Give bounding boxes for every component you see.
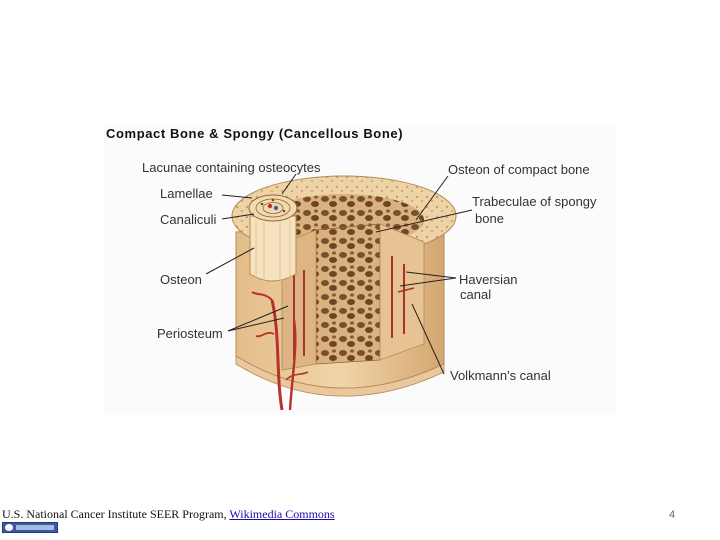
label-lacunae: Lacunae containing osteocytes (142, 160, 321, 175)
label-canaliculi: Canaliculi (160, 212, 217, 227)
wikimedia-commons-link[interactable]: Wikimedia Commons (229, 507, 335, 521)
label-osteon: Osteon (160, 272, 202, 287)
label-trabeculae-line1: Trabeculae of spongy (472, 194, 597, 209)
credit-text: U.S. National Cancer Institute SEER Prog… (2, 507, 230, 521)
label-haversian-line2: canal (460, 287, 492, 302)
bone-cross-section-drawing (205, 173, 473, 411)
bone-illustration (104, 124, 616, 414)
label-trabeculae-line2: bone (475, 211, 504, 226)
slide-title: Compact Bone & Spongy (Cancellous Bone) (106, 126, 404, 141)
image-credit: U.S. National Cancer Institute SEER Prog… (2, 507, 335, 522)
page-number: 4 (669, 509, 676, 521)
license-text-bar (16, 525, 54, 530)
cc-mark-icon (5, 524, 13, 531)
label-osteon-compact: Osteon of compact bone (448, 162, 590, 177)
label-lamellae: Lamellae (160, 186, 213, 201)
label-volkmann: Volkmann's canal (450, 368, 551, 383)
license-badge-icon[interactable] (2, 522, 58, 533)
label-periosteum: Periosteum (157, 326, 223, 341)
label-haversian-line1: Haversian (459, 272, 518, 287)
